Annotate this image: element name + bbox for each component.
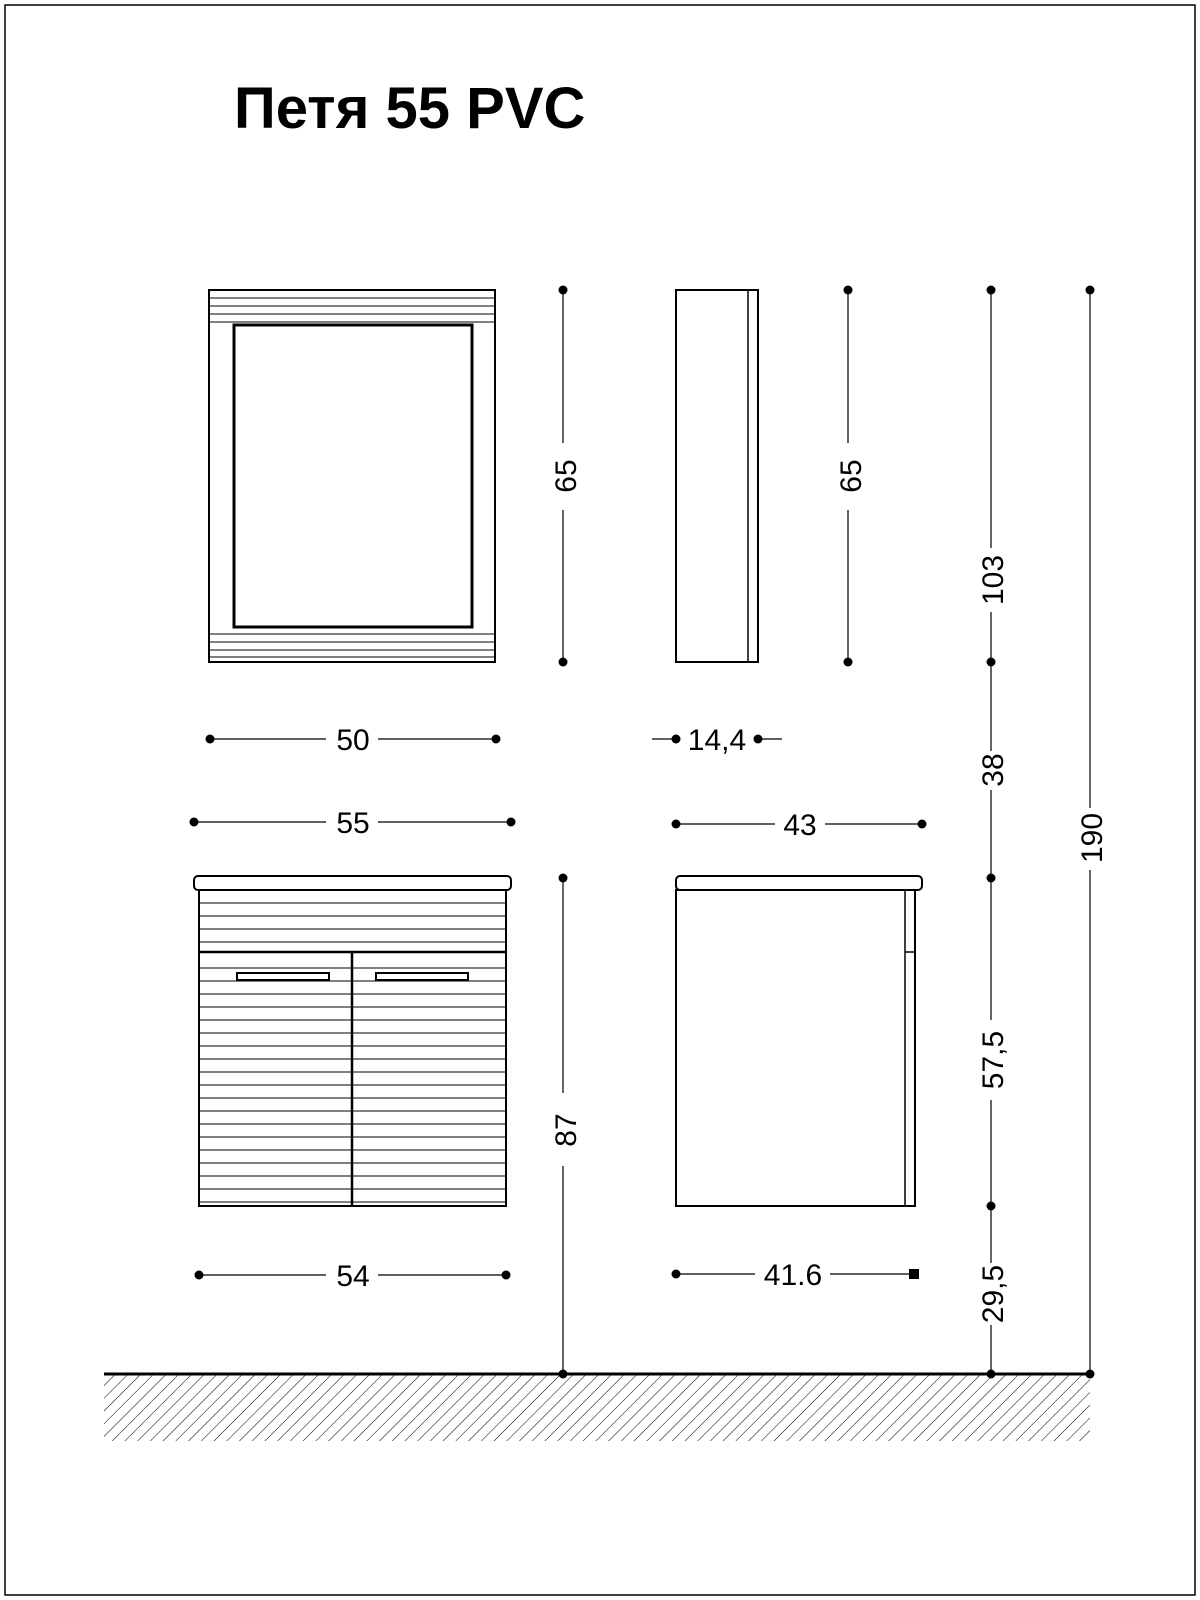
dim-mirror-width: 50: [336, 724, 369, 757]
dim-floor-clearance: 29,5: [977, 1265, 1010, 1323]
base-cabinet-side: [675, 875, 923, 1207]
dim-mirror-depth: 14,4: [688, 724, 746, 757]
worktop-side: [675, 875, 923, 891]
floor-hatching: [104, 1374, 1090, 1441]
worktop-front: [193, 875, 512, 891]
mirror-bottom-stripes: [209, 633, 495, 658]
dim-mirror-side-height: 65: [835, 459, 868, 492]
dim-base-height: 87: [550, 1113, 583, 1146]
dim-top-width: 55: [336, 807, 369, 840]
dimension-lines: 65 65 50 14,4 55 43: [189, 285, 1109, 1379]
mirror-cabinet-front: [208, 289, 496, 663]
dim-base-width: 54: [336, 1260, 369, 1293]
door-handle-right: [375, 972, 469, 981]
mirror-cabinet-side: [675, 289, 759, 663]
dim-gap-height: 38: [977, 753, 1010, 786]
drawing-title: Петя 55 PVC: [234, 76, 585, 141]
dim-cabinet-height: 57,5: [977, 1031, 1010, 1089]
door-handle-left: [236, 972, 330, 981]
floor: [104, 1372, 1092, 1441]
page-frame: [4, 4, 1196, 1596]
dim-base-depth: 41.6: [764, 1259, 822, 1292]
mirror-top-stripes: [209, 297, 495, 323]
dim-total-height: 190: [1076, 813, 1109, 863]
dim-top-depth: 43: [783, 809, 816, 842]
dim-mirror-bottom-height: 103: [977, 555, 1010, 605]
dim-mirror-height: 65: [550, 459, 583, 492]
base-cabinet-front: [193, 875, 512, 1207]
